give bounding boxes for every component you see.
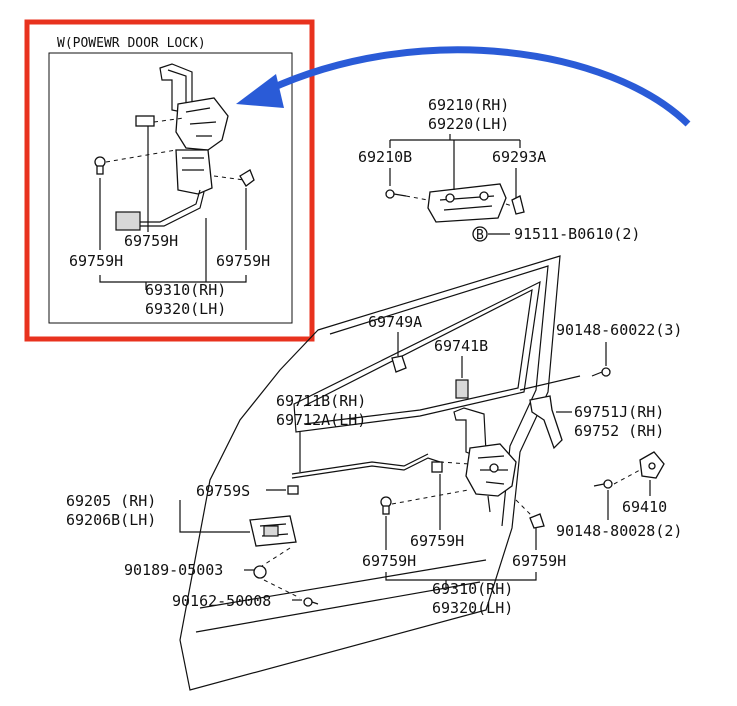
inset-label-69320-lh: 69320(LH) [145,300,226,318]
label-90162-50008: 90162-50008 [172,592,271,610]
part-69759h-left [380,496,392,515]
label-90189-05003: 90189-05003 [124,561,223,579]
part-69741b [455,379,469,399]
label-90148-80028: 90148-80028(2) [556,522,682,540]
label-69712a-lh: 69712A(LH) [276,411,366,429]
label-69711b-rh: 69711B(RH) [276,392,366,410]
label-69206b-lh: 69206B(LH) [66,511,156,529]
inset-title: W(POWEWR DOOR LOCK) [57,36,206,51]
connector-69759h [431,461,443,473]
label-69205-rh: 69205 (RH) [66,492,156,510]
outside-handle [427,183,507,223]
inset-label-69759h-left: 69759H [69,252,123,270]
inside-handle [249,515,297,547]
part-69751j [529,395,563,450]
lock-rod [291,457,441,479]
handle-bolt-left [385,189,407,199]
label-69293a: 69293A [492,148,546,166]
inset-label-69759h-center: 69759H [124,232,178,250]
screw-90189 [253,565,267,579]
circle-b-label: B [476,228,484,243]
circle-b-marker [472,226,488,242]
label-69752-rh: 69752 (RH) [574,422,664,440]
inset-inner-frame [48,52,293,324]
label-69220-lh: 69220(LH) [428,115,509,133]
part-69749a [391,355,407,373]
label-69210b: 69210B [358,148,412,166]
handle-leaders [389,134,521,190]
inset-lock-assembly [94,63,255,231]
label-69210-rh: 69210(RH) [428,96,509,114]
screw-90162 [303,597,319,607]
callout-arrow [236,46,691,127]
label-69759h-center: 69759H [410,532,464,550]
label-69749a: 69749A [368,313,422,331]
label-69320-lh: 69320(LH) [432,599,513,617]
label-69410: 69410 [622,498,667,516]
label-69741b: 69741B [434,337,488,355]
label-69759h-right: 69759H [512,552,566,570]
label-69751j-rh: 69751J(RH) [574,403,664,421]
label-69759h-left: 69759H [362,552,416,570]
door-lock-assembly [453,407,517,513]
striker-69410 [639,451,665,479]
label-90148-60022: 90148-60022(3) [556,321,682,339]
bolt-90148-80028 [593,479,613,489]
part-69759h-right [529,513,545,529]
inset-label-69759h-right: 69759H [216,252,270,270]
label-91511-b0610: 91511-B0610(2) [514,225,640,243]
inset-label-69310-rh: 69310(RH) [145,281,226,299]
handle-clip-right [511,195,525,215]
inset-frame [24,19,315,342]
label-69310-rh: 69310(RH) [432,580,513,598]
bolt-90148-60022 [591,367,611,377]
part-69759s [287,485,299,495]
inset-leader-lines [99,126,247,290]
label-69759s: 69759S [196,482,250,500]
